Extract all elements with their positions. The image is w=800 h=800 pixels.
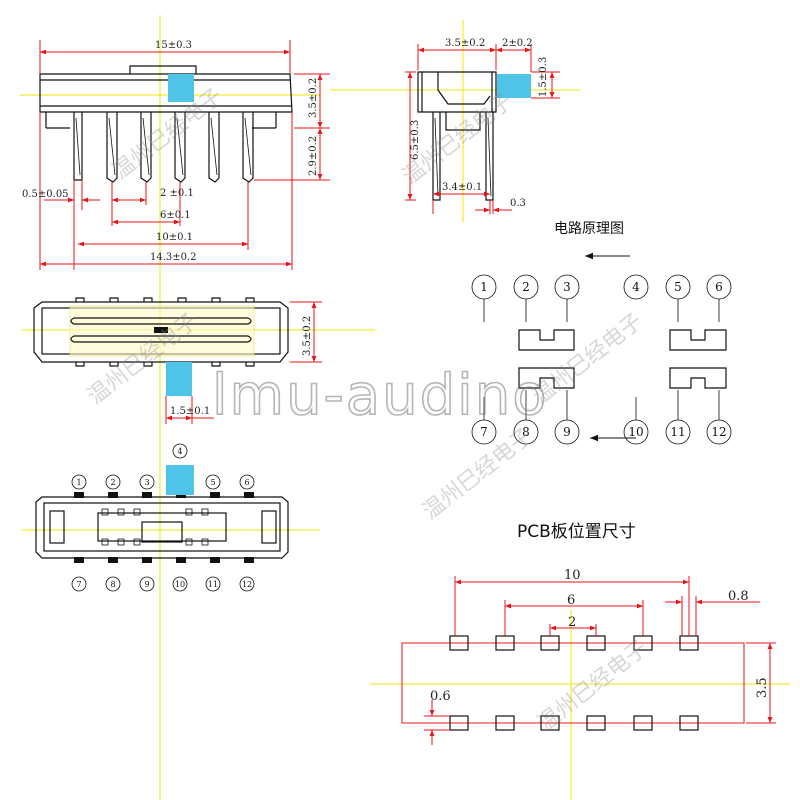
bottom-pin-9: 9 <box>144 580 149 589</box>
bottom-pin-5: 5 <box>210 478 215 487</box>
schematic-pin-12: 12 <box>711 425 726 439</box>
side-view: 15±0.3 3.5±0.2 2.9±0.2 0.5±0.05 2 ±0.1 6… <box>22 40 330 270</box>
pcb-footprint: PCB板位置尺寸 10 6 <box>401 522 776 745</box>
company-watermark: 温州巳经电子 <box>418 424 537 525</box>
schematic-pin-7: 7 <box>480 425 488 439</box>
bottom-pin-10: 10 <box>175 580 185 589</box>
top-view: 3.5±0.2 1.5±0.1 <box>33 297 322 424</box>
schematic-pin-4: 4 <box>632 280 640 294</box>
dim-2-pitch: 2 ±0.1 <box>160 188 194 199</box>
dim-3-4: 3.4±0.1 <box>442 182 482 193</box>
bottom-pin-2: 2 <box>110 478 115 487</box>
pcb-dim-3-5: 3.5 <box>755 677 770 698</box>
schematic-pin-6: 6 <box>715 280 723 294</box>
schematic-pin-3: 3 <box>563 280 571 294</box>
bottom-pin-8: 8 <box>110 580 115 589</box>
pcb-dim-6: 6 <box>567 593 575 608</box>
slider-knob-top <box>166 362 192 396</box>
bottom-pin-3: 3 <box>144 478 149 487</box>
slider-knob-end <box>497 74 531 98</box>
dim-1-5-end: 1.5±0.3 <box>538 57 549 97</box>
pcb-dim-0-6: 0.6 <box>430 689 451 704</box>
bottom-pin-4: 4 <box>177 447 182 456</box>
end-view: 3.5±0.2 2±0.2 1.5±0.3 6.5±0.3 3.4±0.1 0.… <box>405 38 560 214</box>
dim-3-5-top: 3.5±0.2 <box>302 316 313 356</box>
bottom-view: 1 2 3 4 5 6 7 8 9 10 11 12 <box>35 443 289 592</box>
bottom-pads <box>74 492 254 563</box>
dim-2-end: 2±0.2 <box>502 38 533 49</box>
dim-0-3: 0.3 <box>510 198 526 209</box>
dim-6-5: 6.5±0.3 <box>410 120 421 160</box>
dim-10-span: 10±0.1 <box>156 232 193 243</box>
dim-6-span: 6±0.1 <box>160 210 191 221</box>
pcb-title: PCB板位置尺寸 <box>517 522 636 542</box>
schematic-pin-5: 5 <box>674 280 682 294</box>
dim-3-5-side: 3.5±0.2 <box>308 78 319 118</box>
bottom-pin-6: 6 <box>244 478 249 487</box>
dim-3-5-end: 3.5±0.2 <box>445 38 485 49</box>
pcb-dim-0-8: 0.8 <box>728 589 749 604</box>
bottom-pin-11: 11 <box>208 580 218 589</box>
schematic: 电路原理图 1 2 3 4 5 6 7 8 9 10 11 12 <box>471 221 732 445</box>
company-watermark: 温州巳经电子 <box>528 309 647 410</box>
company-watermark: 温州巳经电子 <box>533 636 652 737</box>
pcb-dim-10: 10 <box>564 568 581 583</box>
schematic-pin-9: 9 <box>563 425 571 439</box>
dim-2-9: 2.9±0.2 <box>308 136 319 176</box>
side-leads <box>73 112 254 183</box>
dim-1-5-top: 1.5±0.1 <box>170 406 210 417</box>
bottom-pin-12: 12 <box>242 580 252 589</box>
schematic-pin-11: 11 <box>670 425 685 439</box>
schematic-pin-10: 10 <box>628 425 643 439</box>
dim-15: 15±0.3 <box>155 40 192 51</box>
bottom-pin-1: 1 <box>76 478 81 487</box>
pcb-outline <box>401 642 745 724</box>
schematic-pin-2: 2 <box>522 280 530 294</box>
schematic-pin-1: 1 <box>480 280 488 294</box>
slider-knob-side <box>168 74 194 102</box>
schematic-pin-8: 8 <box>522 425 530 439</box>
dim-14-3: 14.3±0.2 <box>150 252 197 263</box>
slider-knob-bottom <box>166 465 194 495</box>
brand-watermark: lmu-audino <box>212 363 548 428</box>
bottom-pin-7: 7 <box>76 580 81 589</box>
pcb-dim-2: 2 <box>568 615 576 630</box>
schematic-title: 电路原理图 <box>554 221 624 237</box>
dim-0-5: 0.5±0.05 <box>22 189 69 200</box>
